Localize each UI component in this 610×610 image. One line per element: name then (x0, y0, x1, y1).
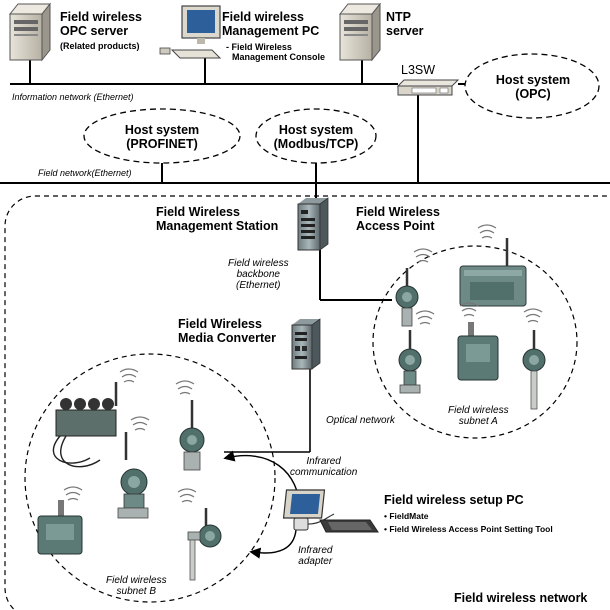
subnet-a-circle (372, 245, 578, 439)
l3sw-switch-icon (396, 79, 460, 96)
access-point-label: Field Wireless Access Point (356, 205, 440, 233)
setup-pc-item-setting-tool: • Field Wireless Access Point Setting To… (384, 524, 553, 534)
media-converter-icon (291, 318, 321, 370)
host-modbus-label: Host system(Modbus/TCP) (273, 122, 359, 151)
transmitter-b5-icon (187, 508, 222, 581)
media-converter-label: Field Wireless Media Converter (178, 317, 276, 345)
ntp-server-icon (338, 2, 382, 62)
ntp-server-title: NTP server (386, 10, 424, 38)
opc-server-title: Field wireless OPC server (60, 10, 142, 38)
infrared-adapter-label: Infrared adapter (298, 545, 333, 568)
infrared-arrow-lower (249, 529, 297, 559)
setup-pc-title: Field wireless setup PC (384, 493, 524, 507)
wireless-signal-icons (63, 224, 543, 503)
infrared-communication-label: Infrared communication (290, 456, 358, 479)
field-wireless-network-label: Field wireless network (454, 591, 588, 605)
subnet-b-circle (24, 353, 276, 603)
transmitter-a3-icon (457, 322, 499, 381)
opc-server-icon (8, 2, 52, 62)
opc-server-subtitle: (Related products) (60, 41, 140, 51)
transmitter-a2-icon (398, 330, 422, 394)
transmitter-a1-icon (395, 268, 419, 327)
management-station-label: Field Wireless Management Station (156, 205, 279, 233)
host-profinet-label: Host system(PROFINET) (124, 122, 200, 151)
management-pc-title: Field wireless Management PC (222, 10, 320, 38)
multiplexer-b1-icon (52, 382, 118, 468)
management-pc-subtitle: - Field Wireless Management Console (226, 42, 326, 63)
management-pc-icon (159, 5, 222, 59)
management-station-icon (297, 197, 329, 251)
subnet-a-label: Field wireless subnet A (448, 405, 509, 428)
subnet-b-label: Field wireless subnet B (106, 575, 167, 598)
backbone-label: Field wireless backbone (Ethernet) (228, 258, 289, 292)
field-network-label: Field network(Ethernet) (38, 168, 132, 178)
host-opc-label: Host system(OPC) (495, 72, 571, 101)
transmitter-a4-icon (522, 330, 546, 410)
transmitter-b2-icon (117, 432, 149, 519)
host-modbus-ellipse (255, 108, 377, 164)
access-point-icon (459, 238, 527, 307)
l3sw-label: L3SW (401, 63, 436, 77)
host-profinet-ellipse (83, 108, 241, 164)
setup-pc-item-fieldmate: • FieldMate (384, 511, 429, 521)
information-network-label: Information network (Ethernet) (12, 92, 134, 102)
transmitter-b4-icon (37, 500, 83, 555)
optical-network-label: Optical network (326, 415, 395, 426)
setup-pc-laptop-icon (282, 489, 379, 533)
transmitter-b3-icon (179, 400, 205, 471)
host-opc-ellipse (464, 53, 600, 119)
